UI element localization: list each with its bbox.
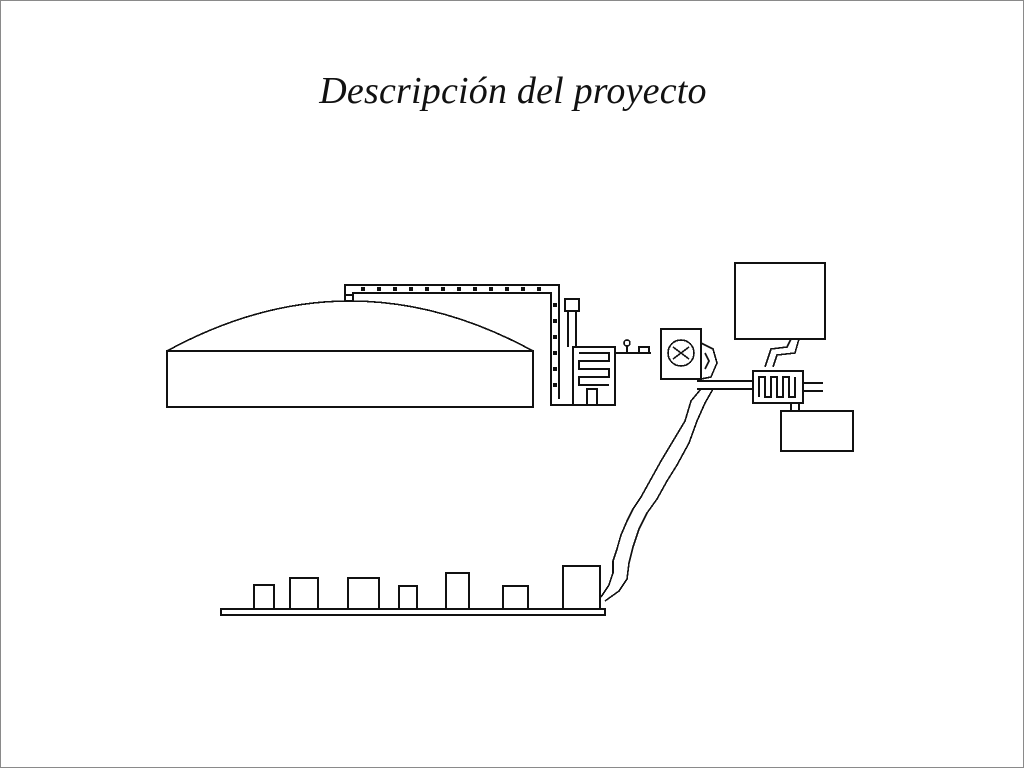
domed-tank — [166, 300, 534, 408]
overhead-pipe — [344, 284, 560, 399]
heat-exchanger-1 — [550, 298, 651, 406]
lower-box — [780, 410, 854, 452]
blower-fan — [660, 328, 718, 380]
slide-title: Descripción del proyecto — [319, 70, 707, 112]
upper-box — [734, 262, 826, 368]
transfer-pipe — [697, 380, 753, 390]
flexible-hose — [600, 388, 714, 602]
manifold — [220, 565, 606, 616]
heat-exchanger-2 — [752, 370, 823, 411]
